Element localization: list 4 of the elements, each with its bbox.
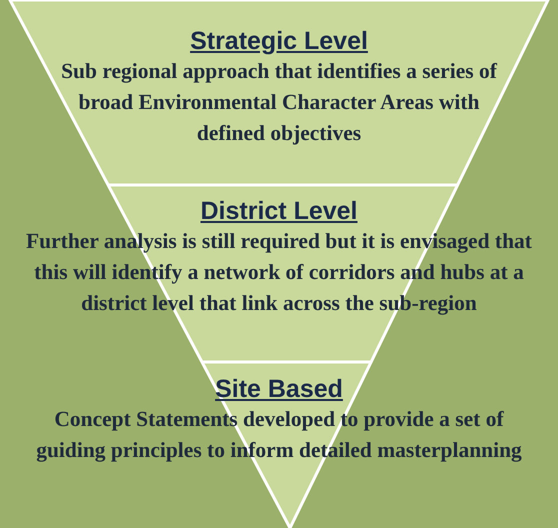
level-heading: District Level [200,196,358,226]
level-heading: Site Based [215,374,343,404]
level-description: Sub regional approach that identifies a series of broad Environmental Character Areas with defined objectives [60,58,498,147]
level-heading: Strategic Level [190,26,368,56]
